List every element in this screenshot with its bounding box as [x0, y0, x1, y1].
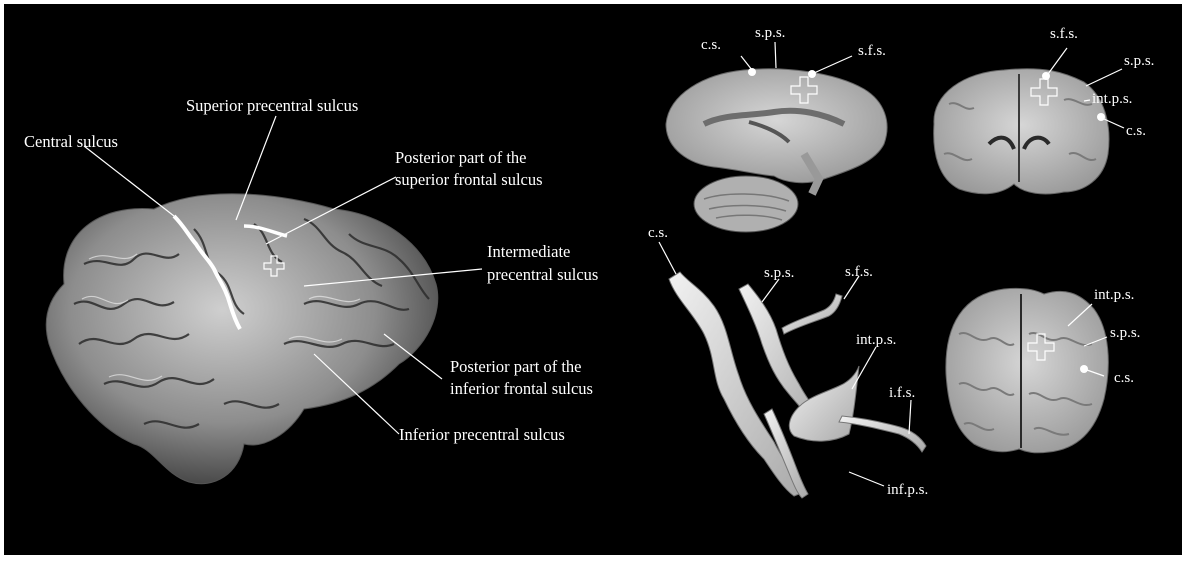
- label-3d-infps: inf.p.s.: [887, 482, 928, 498]
- label-inferior-precentral-sulcus: Inferior precentral sulcus: [399, 425, 565, 444]
- label-coronal-sfs: s.f.s.: [1050, 26, 1078, 42]
- label-3d-sfs: s.f.s.: [845, 264, 873, 280]
- coronal-slice: [934, 69, 1109, 194]
- label-sagittal-sps: s.p.s.: [755, 25, 785, 41]
- label-sagittal-cs: c.s.: [701, 37, 721, 53]
- label-axial-cs: c.s.: [1114, 370, 1134, 386]
- label-posterior-ifs-line2: inferior frontal sulcus: [450, 379, 593, 398]
- label-3d-cs: c.s.: [648, 225, 668, 241]
- figure-canvas: Central sulcus Superior precentral sulcu…: [4, 4, 1182, 555]
- brain-surface-render: [46, 194, 438, 484]
- sulci-3d-render: [669, 272, 926, 498]
- label-3d-intps: int.p.s.: [856, 332, 896, 348]
- label-coronal-cs: c.s.: [1126, 123, 1146, 139]
- figure-svg: Central sulcus Superior precentral sulcu…: [4, 4, 1182, 555]
- sagittal-slice: [666, 68, 887, 232]
- sulcus-ifs: [839, 416, 926, 452]
- axial-slice: [946, 288, 1108, 452]
- label-central-sulcus: Central sulcus: [24, 132, 118, 151]
- label-posterior-ifs-line1: Posterior part of the: [450, 357, 582, 376]
- label-coronal-sps: s.p.s.: [1124, 53, 1154, 69]
- label-posterior-sfs-line2: superior frontal sulcus: [395, 170, 543, 189]
- cerebellum: [694, 176, 798, 232]
- label-posterior-sfs-line1: Posterior part of the: [395, 148, 527, 167]
- label-sagittal-sfs: s.f.s.: [858, 43, 886, 59]
- label-intermediate-line1: Intermediate: [487, 242, 570, 261]
- label-superior-precentral-sulcus: Superior precentral sulcus: [186, 96, 358, 115]
- sulcus-sfs: [782, 294, 842, 334]
- label-3d-sps: s.p.s.: [764, 265, 794, 281]
- label-axial-intps: int.p.s.: [1094, 287, 1134, 303]
- label-axial-sps: s.p.s.: [1110, 325, 1140, 341]
- label-intermediate-line2: precentral sulcus: [487, 265, 598, 284]
- label-3d-ifs: i.f.s.: [889, 385, 915, 401]
- label-coronal-intps: int.p.s.: [1092, 91, 1132, 107]
